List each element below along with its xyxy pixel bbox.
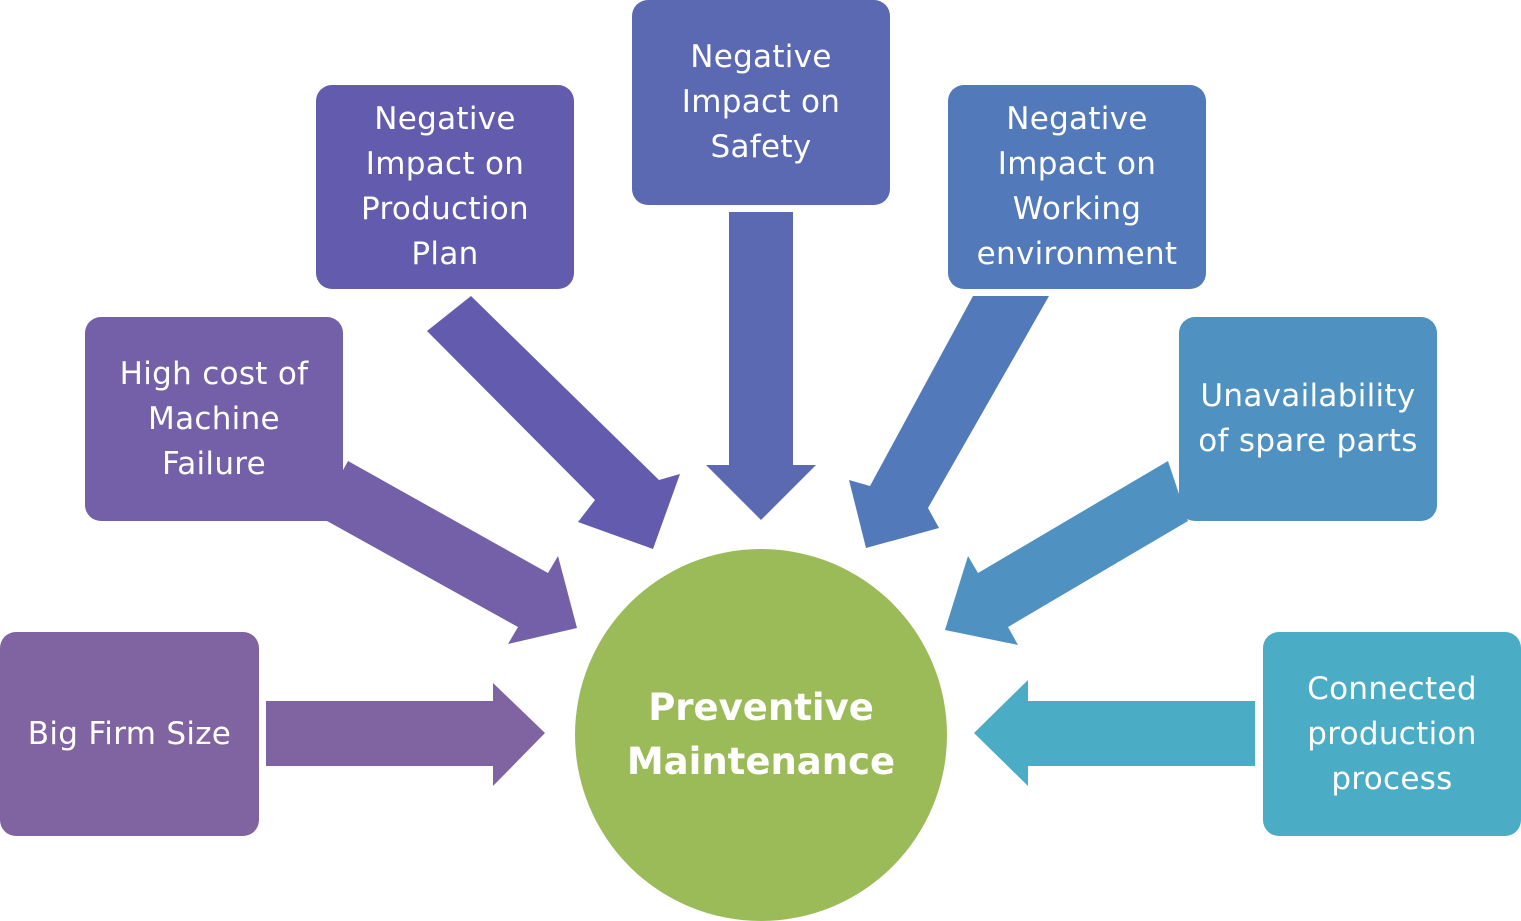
factor-box-safety: Negative Impact on Safety [632,0,890,205]
arrow-working-env [849,296,1049,548]
factor-text: Big Firm Size [28,712,231,757]
factor-box-big-firm-size: Big Firm Size [0,632,259,836]
factor-text: Negative Impact on Safety [682,35,840,170]
center-line: Maintenance [626,740,896,783]
center-text: Preventive Maintenance [627,681,895,789]
center-line: Preventive [648,686,874,729]
factor-line: Impact on [997,146,1157,182]
factor-line: Failure [161,445,267,482]
arrow-big-firm-size [266,683,545,786]
factor-box-working-environment: Negative Impact on Working environment [948,85,1206,289]
center-circle-preventive-maintenance: Preventive Maintenance [575,549,947,921]
arrow-production-plan [427,296,680,549]
arrow-high-cost [318,461,577,644]
factor-box-production-plan: Negative Impact on Production Plan [316,85,574,289]
factor-text: Connected production process [1307,667,1477,802]
factor-box-spare-parts: Unavailability of spare parts [1179,317,1437,521]
factor-line: Machine [148,400,280,437]
factor-line: Unavailability [1200,378,1416,414]
factor-line: of spare parts [1198,423,1418,459]
factor-line: Production [361,191,529,227]
factor-line: Working [1012,191,1142,227]
factor-line: production [1307,715,1477,752]
factor-line: Negative [374,101,516,137]
factor-line: High cost of [119,355,309,392]
factor-text: Negative Impact on Production Plan [361,97,529,277]
factor-line: Connected [1307,670,1477,707]
factor-line: Impact on [365,146,525,182]
factor-line: Negative [690,39,832,75]
factor-line: Impact on [681,84,841,120]
arrow-spare-parts [945,461,1188,645]
arrow-connected [974,680,1255,786]
factor-box-high-cost: High cost of Machine Failure [85,317,343,521]
factor-line: Plan [411,236,479,272]
factor-line: environment [976,236,1178,272]
factor-text: Unavailability of spare parts [1198,374,1417,464]
factor-text: Negative Impact on Working environment [977,97,1178,277]
factor-box-connected-production: Connected production process [1263,632,1521,836]
factor-line: process [1331,760,1453,797]
factor-line: Big Firm Size [27,715,232,752]
arrow-safety [706,212,816,520]
factor-text: High cost of Machine Failure [120,352,309,487]
factor-line: Safety [710,129,812,165]
factor-line: Negative [1006,101,1148,137]
